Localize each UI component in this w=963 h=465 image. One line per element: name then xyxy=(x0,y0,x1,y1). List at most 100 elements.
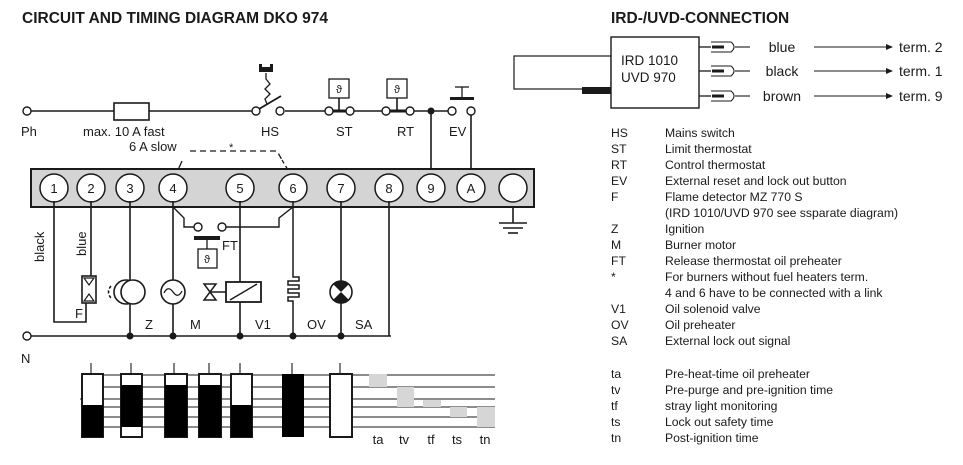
v1-label: V1 xyxy=(255,317,271,332)
terminal-label: 1 xyxy=(50,181,57,196)
detector-model-1: IRD 1010 xyxy=(621,53,678,68)
legend-row: 4 and 6 have to be connected with a link xyxy=(611,285,898,301)
legend-key: SA xyxy=(611,334,628,348)
legend-text: Control thermostat xyxy=(665,158,766,172)
terminal-1: 1 xyxy=(39,173,69,203)
m-label: M xyxy=(190,317,201,332)
legend-row: RT Control thermostat xyxy=(611,157,898,173)
wire-terminal-label: term. 1 xyxy=(899,63,943,79)
timing-label-tn: tn xyxy=(480,432,491,447)
legend-key: * xyxy=(611,270,616,284)
control-thermostat: ϑ xyxy=(381,78,415,116)
legend-text: Lock out safety time xyxy=(665,415,774,429)
legend-row: EV External reset and lock out button xyxy=(611,173,898,189)
legend-text: Oil solenoid valve xyxy=(665,302,761,316)
interval-tv xyxy=(397,387,414,407)
lockout-signal-lamp xyxy=(329,280,353,304)
wire-color-label: blue xyxy=(769,39,796,55)
phase-terminal xyxy=(22,106,32,116)
legend-row: * For burners without fuel heaters term. xyxy=(611,269,898,285)
terminal-A: A xyxy=(456,173,486,203)
legend-text: For burners without fuel heaters term. xyxy=(665,270,869,284)
legend-text: External reset and lock out button xyxy=(665,174,847,188)
legend-text: Release thermostat oil preheater xyxy=(665,254,842,268)
legend-key: RT xyxy=(611,158,628,172)
legend-text: 4 and 6 have to be connected with a link xyxy=(665,286,883,300)
neutral-terminal xyxy=(22,331,32,341)
legend-text: (IRD 1010/UVD 970 see ssparate diagram) xyxy=(665,206,899,220)
legend-key: EV xyxy=(611,174,628,188)
legend-key: OV xyxy=(611,318,629,332)
legend-key xyxy=(611,285,665,301)
legend-key: M xyxy=(611,238,622,252)
legend-key: tv xyxy=(611,383,621,397)
wire-terminal-label: term. 2 xyxy=(899,39,943,55)
black-wire-label: black xyxy=(32,231,47,262)
mains-switch xyxy=(251,64,285,116)
timing-label-ts: ts xyxy=(452,432,463,447)
timing-bar xyxy=(282,363,304,437)
legend-row: V1 Oil solenoid valve xyxy=(611,301,898,317)
terminal-label: 2 xyxy=(87,181,94,196)
ov-label: OV xyxy=(307,317,326,332)
legend-row: tf stray light monitoring xyxy=(611,398,833,414)
legend-key: Z xyxy=(611,222,619,236)
terminal-5: 5 xyxy=(225,173,255,203)
link-marker: * xyxy=(229,142,234,154)
fuse-symbol xyxy=(113,102,150,121)
legend-key: FT xyxy=(611,254,626,268)
terminal-pe xyxy=(498,173,528,203)
terminal-label: 5 xyxy=(236,181,243,196)
reset-button xyxy=(447,86,476,116)
legend-row: (IRD 1010/UVD 970 see ssparate diagram) xyxy=(611,205,898,221)
legend-text: External lock out signal xyxy=(665,334,791,348)
timing-bar xyxy=(81,363,104,438)
wire-color-label: brown xyxy=(763,88,801,104)
oil-solenoid-valve xyxy=(202,281,262,303)
ignition-transformer xyxy=(107,279,146,305)
ground-icon xyxy=(499,207,527,234)
legend-row: tv Pre-purge and pre-ignition time xyxy=(611,382,833,398)
legend-key xyxy=(611,205,665,221)
legend-row: SA External lock out signal xyxy=(611,333,898,349)
fuse-rating-slow: 6 A slow xyxy=(129,139,177,154)
interval-tn xyxy=(477,407,495,427)
sa-label: SA xyxy=(355,317,373,332)
svg-text:ϑ: ϑ xyxy=(394,84,400,96)
legend-row: ts Lock out safety time xyxy=(611,414,833,430)
legend-text: Mains switch xyxy=(665,126,735,140)
legend-key: tf xyxy=(611,399,618,413)
terminal-7: 7 xyxy=(326,173,356,203)
ev-label: EV xyxy=(449,124,467,139)
hs-label: HS xyxy=(261,124,279,139)
legend-text: Pre-purge and pre-ignition time xyxy=(665,383,834,397)
burner-motor xyxy=(160,279,186,305)
legend-key: V1 xyxy=(611,302,626,316)
diagram-title: CIRCUIT AND TIMING DIAGRAM DKO 974 xyxy=(22,10,328,27)
terminal-label: 7 xyxy=(337,181,344,196)
legend-text: stray light monitoring xyxy=(665,399,778,413)
z-label: Z xyxy=(145,317,153,332)
timing-label-ta: ta xyxy=(373,432,385,447)
fuse-rating-fast: max. 10 A fast xyxy=(83,124,165,139)
terminal-8: 8 xyxy=(374,173,404,203)
legend-key: ts xyxy=(611,415,621,429)
legend-text: Post-ignition time xyxy=(665,431,759,445)
f-label: F xyxy=(75,306,83,321)
terminal-label: 6 xyxy=(289,181,296,196)
detector-cable xyxy=(513,55,612,90)
phase-label: Ph xyxy=(21,124,37,139)
legend-key: tn xyxy=(611,431,622,445)
timing-label-tf: tf xyxy=(427,432,435,447)
